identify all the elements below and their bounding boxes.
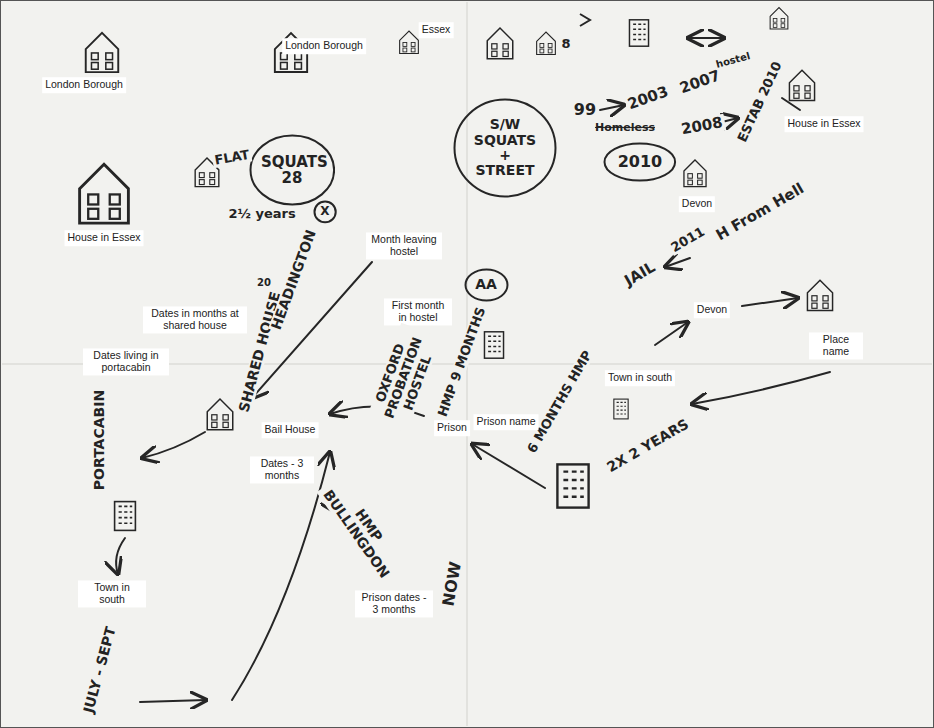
typed-label: Bail House: [262, 422, 319, 438]
handwritten-label: 6 MONTHS HMP: [524, 347, 596, 458]
handwritten-label: 99: [572, 101, 598, 119]
typed-label: House in Essex: [65, 230, 144, 246]
typed-label: First month in hostel: [384, 298, 452, 325]
handwritten-label: OXFORD PROBATION HOSTEL: [366, 323, 441, 434]
handwritten-label: HMP BULLINGDON: [317, 474, 408, 585]
typed-label: Prison: [434, 420, 470, 436]
handwritten-label: 2007: [676, 66, 725, 97]
handwritten-label: 2011: [667, 224, 709, 256]
handwritten-label: PORTACABIN: [92, 388, 107, 492]
handwritten-label: ESTAB 2010: [734, 58, 785, 146]
circled-note: X: [313, 200, 337, 224]
typed-label: Dates - 3 months: [250, 456, 314, 483]
handwritten-label: 2X 2 YEARS: [603, 415, 693, 476]
circle-text: SQUATS 28: [261, 154, 323, 187]
typed-label: Place name: [809, 332, 863, 359]
handwritten-label: 2½ years: [226, 207, 297, 221]
circled-note: S/W SQUATS + STREET: [453, 98, 557, 198]
handwritten-label: 8: [559, 37, 572, 51]
circled-note: SQUATS 28: [249, 134, 336, 206]
typed-label: Town in south: [78, 580, 146, 607]
handwritten-label: 2008: [678, 114, 726, 138]
handwritten-label: FLAT: [212, 148, 253, 169]
typed-label: House in Essex: [785, 116, 864, 132]
circle-text: AA: [471, 277, 501, 292]
typed-label: Dates in months at shared house: [143, 306, 247, 333]
typed-label: Devon: [679, 196, 715, 212]
typed-label: Month leaving hostel: [366, 232, 442, 259]
typed-label: Devon: [694, 302, 730, 318]
typed-label: London Borough: [282, 38, 366, 54]
handwritten-label: 2003: [624, 82, 673, 113]
handwritten-label: hostel: [713, 50, 753, 71]
handwritten-label: JAIL: [620, 258, 660, 290]
circle-text: S/W SQUATS + STREET: [469, 117, 541, 179]
handwritten-label: NOW: [439, 559, 465, 610]
typed-label: London Borough: [42, 77, 126, 93]
handwritten-label: H From Hell: [711, 179, 808, 245]
circled-note: 2010: [603, 142, 677, 182]
typed-label: Dates living in portacabin: [83, 348, 169, 375]
typed-label: Prison name: [474, 414, 539, 430]
circle-text: 2010: [614, 153, 666, 171]
handwritten-label: Homeless: [593, 122, 657, 134]
typed-label: Essex: [419, 22, 454, 38]
circled-note: AA: [464, 268, 509, 302]
typed-label: Town in south: [605, 370, 675, 386]
handwritten-label: HEADINGTON: [268, 226, 320, 334]
typed-label: Prison dates - 3 months: [355, 590, 433, 617]
handwritten-label: JULY - SEPT: [81, 623, 120, 716]
handwritten-label: 20: [255, 277, 273, 288]
circle-text: X: [318, 205, 332, 218]
